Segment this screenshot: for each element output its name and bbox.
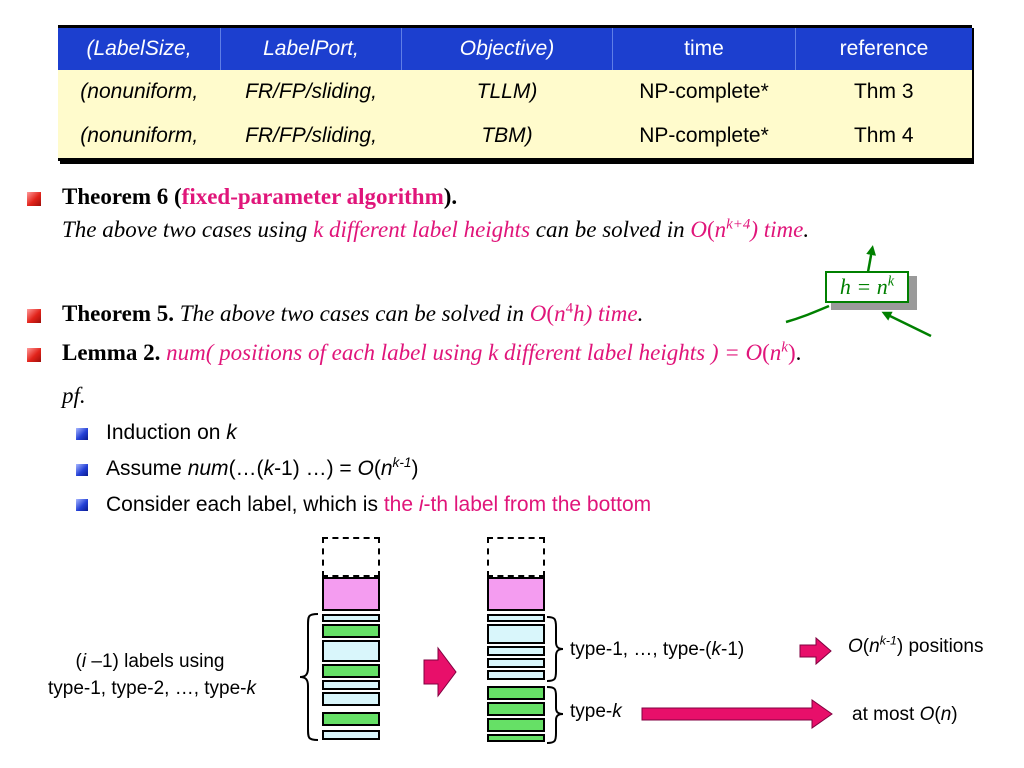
green-arrow-up xyxy=(866,245,877,273)
table-cell: Thm 3 xyxy=(795,70,972,114)
diagram-caption-line1: (i –1) labels using xyxy=(75,651,225,672)
table-header-cell: LabelPort, xyxy=(220,25,402,70)
label-box xyxy=(322,614,380,622)
label-box xyxy=(322,624,380,638)
label-box xyxy=(322,680,380,690)
type-k-label: type-k xyxy=(570,701,622,722)
current-label-box xyxy=(322,577,380,611)
proof-label: pf. xyxy=(62,383,86,408)
label-box xyxy=(487,670,545,680)
type-k-arrow-icon xyxy=(641,699,833,729)
table-row: (nonuniform, FR/FP/sliding, TBM) NP-comp… xyxy=(58,114,972,161)
sub-bullet-induction: Induction on k xyxy=(106,421,237,444)
label-box xyxy=(322,640,380,662)
positions-arrow-icon xyxy=(799,636,832,666)
dashed-slot xyxy=(487,537,545,577)
theorem5: Theorem 5. The above two cases can be so… xyxy=(62,300,644,326)
table-cell: FR/FP/sliding, xyxy=(220,114,402,161)
table-cell: TLLM) xyxy=(401,70,613,114)
sub-bullet-consider: Consider each label, which is the i-th l… xyxy=(106,493,652,516)
green-arrow-left xyxy=(785,304,830,324)
table-cell: FR/FP/sliding, xyxy=(220,70,402,114)
table-header-cell: Objective) xyxy=(401,25,613,70)
label-box xyxy=(487,718,545,732)
red-bullet-icon xyxy=(27,309,41,323)
label-box xyxy=(487,658,545,668)
label-box xyxy=(322,712,380,726)
table-header-cell: (LabelSize, xyxy=(58,25,221,70)
label-box xyxy=(322,664,380,678)
brace-upper xyxy=(546,616,564,682)
theorem6-statement: The above two cases using k different la… xyxy=(62,216,810,242)
label-box xyxy=(487,702,545,716)
at-most-label: at most O(n) xyxy=(852,704,958,725)
dashed-slot xyxy=(322,537,380,577)
table-cell: NP-complete* xyxy=(612,114,796,161)
table-cell: (nonuniform, xyxy=(58,114,221,161)
table-row: (nonuniform, FR/FP/sliding, TLLM) NP-com… xyxy=(58,70,972,114)
type-range-label: type-1, …, type-(k-1) xyxy=(570,639,745,660)
blue-bullet-icon xyxy=(76,464,88,476)
complexity-table: (LabelSize, LabelPort, Objective) time r… xyxy=(58,25,972,161)
table-cell: NP-complete* xyxy=(612,70,796,114)
label-box xyxy=(487,646,545,656)
diagram-caption-line2: type-1, type-2, …, type-k xyxy=(47,678,257,699)
brace-lower xyxy=(546,686,564,744)
red-bullet-icon xyxy=(27,348,41,362)
positions-label: O(nk-1) positions xyxy=(848,633,984,657)
label-box xyxy=(487,686,545,700)
transition-arrow-icon xyxy=(423,646,457,698)
table-header-cell: time xyxy=(612,25,796,70)
lemma2: Lemma 2. num( positions of each label us… xyxy=(62,339,802,365)
sub-bullet-assume: Assume num(…(k-1) …) = O(nk-1) xyxy=(106,455,419,480)
table-header-row: (LabelSize, LabelPort, Objective) time r… xyxy=(58,25,972,70)
callout-box: h = nk xyxy=(825,271,909,303)
table-header-cell: reference xyxy=(795,25,972,70)
label-box xyxy=(487,614,545,622)
table-cell: TBM) xyxy=(401,114,613,161)
label-box xyxy=(322,692,380,706)
red-bullet-icon xyxy=(27,192,41,206)
table-cell: Thm 4 xyxy=(795,114,972,161)
label-box xyxy=(487,734,545,742)
green-arrow-diag xyxy=(881,311,932,338)
label-box xyxy=(322,730,380,740)
label-box xyxy=(487,624,545,644)
blue-bullet-icon xyxy=(76,499,88,511)
left-brace xyxy=(299,613,319,741)
table-cell: (nonuniform, xyxy=(58,70,221,114)
blue-bullet-icon xyxy=(76,428,88,440)
theorem6-heading: Theorem 6 (fixed-parameter algorithm). xyxy=(62,184,458,209)
current-label-box xyxy=(487,577,545,611)
